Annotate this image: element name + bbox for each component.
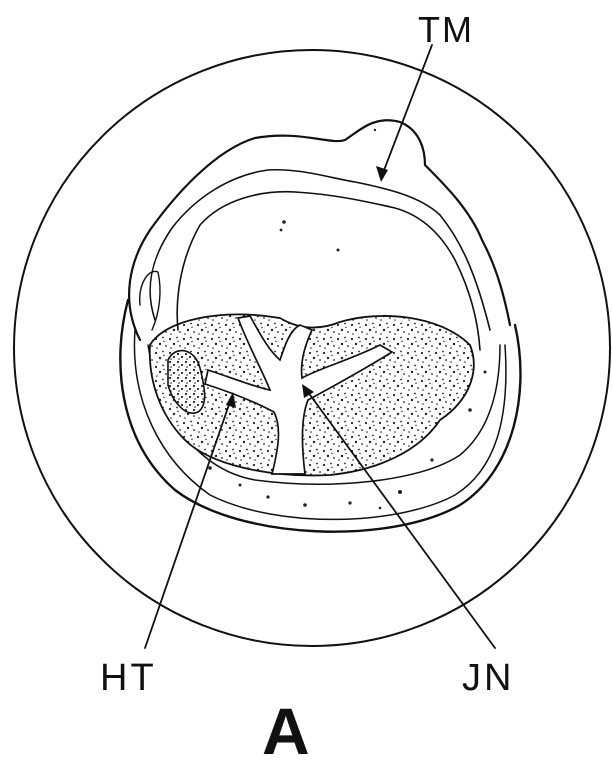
flap-outer (129, 120, 510, 340)
flap-fold (140, 271, 160, 330)
membrane-specks (280, 129, 377, 252)
tm-arrowhead (376, 166, 388, 182)
label-jn: JN (462, 657, 514, 699)
panel-letter: A (262, 694, 310, 760)
label-tm: TM (418, 9, 474, 50)
label-ht: HT (100, 657, 157, 699)
